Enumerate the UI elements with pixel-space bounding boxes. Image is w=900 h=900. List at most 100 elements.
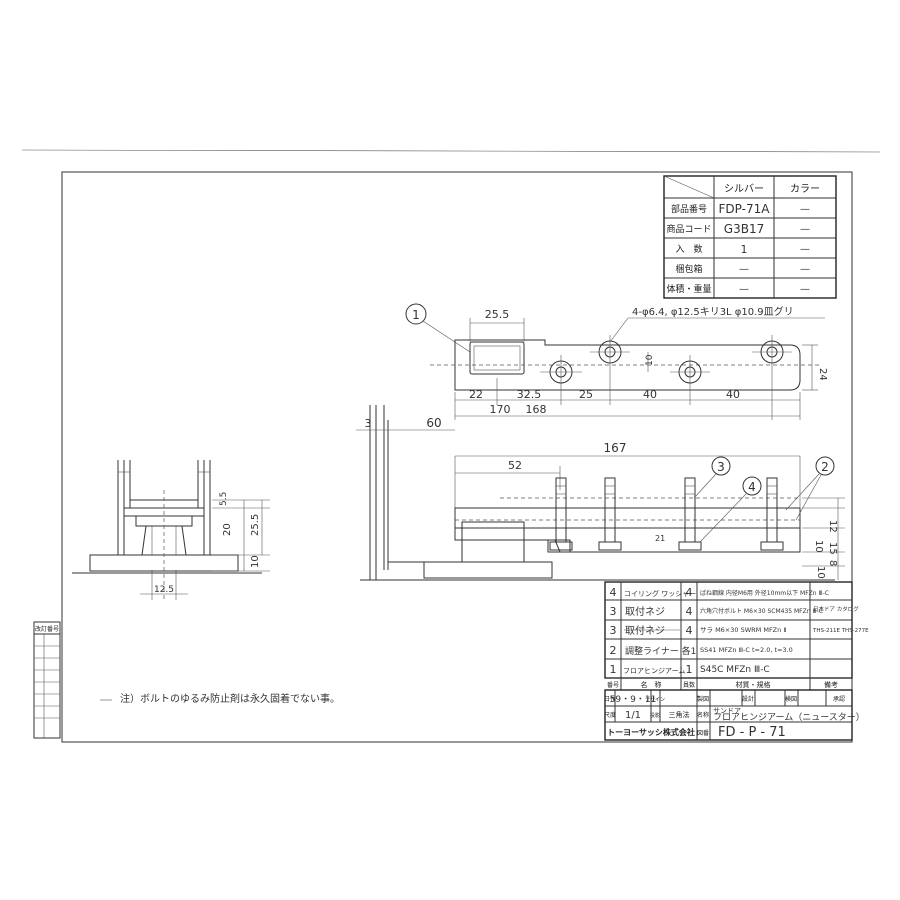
info-row-silver: 1 [741, 243, 748, 256]
info-row-color: — [800, 204, 810, 215]
dim-3: 3 [365, 417, 372, 430]
tb-date-label: 日付 [604, 695, 616, 703]
title-block: 日付 59・9・11 デザイン 製図 設計 検図 承認 尺度 1/1 投影 三角… [604, 689, 865, 741]
tb-product-name: フロアヒンジアーム（ニュースター） [713, 712, 865, 723]
part-name: フロアヒンジアーム [623, 667, 685, 675]
dim-40a: 40 [643, 388, 657, 401]
info-row-label: 梱包箱 [675, 263, 702, 275]
tb-company: トーヨーサッシ株式会社 [607, 727, 695, 737]
info-row-silver: G3B17 [724, 222, 764, 236]
part-no: 3 [610, 605, 617, 618]
info-row-color: — [800, 284, 810, 295]
info-row-silver: FDP-71A [719, 202, 771, 216]
tb-design-label: デザイン [645, 696, 665, 703]
side-section: 5.5 20 25.5 10 12.5 [72, 460, 270, 600]
part-spec: S45C MFZn Ⅲ-C [700, 665, 770, 675]
dim-168: 168 [526, 403, 547, 416]
part-spec: ばね鋼線 内径M6用 外径10mm以下 MFZn Ⅲ-C [700, 589, 829, 597]
parts-header-no: 番号 [607, 682, 619, 689]
part-name: 取付ネジ [625, 624, 665, 637]
tb-designed-label: 設計 [742, 695, 754, 703]
parts-header-remark: 備考 [824, 680, 838, 689]
tb-scale: 1/1 [625, 710, 641, 721]
part-name: 調整ライナー [625, 645, 679, 657]
part-no: 2 [610, 644, 617, 657]
dim-10-bottom: 10 [815, 566, 826, 579]
dim-52: 52 [508, 459, 522, 472]
dim-top-width: 25.5 [485, 308, 510, 321]
dim-167: 167 [604, 441, 627, 455]
part-spec: サラ M6×30 SWRM MFZn Ⅱ [700, 626, 787, 634]
tb-drawing-no-label: 図番 [697, 730, 709, 737]
general-note: 注）ボルトのゆるみ防止剤は永久固着でない事。 [120, 692, 340, 705]
part-qty: 1 [686, 663, 693, 676]
part-remark: 日本ドア カタログ [813, 605, 859, 613]
tb-checked-label: 検図 [785, 695, 797, 703]
tb-drawing-no: FD - P - 71 [718, 725, 786, 740]
info-row-silver: — [739, 264, 749, 275]
callout-2: 2 [821, 460, 829, 474]
top-view: 1 4-φ6.4, φ12.5キリ3L φ10.9皿グリ 25.5 10 [405, 303, 828, 420]
part-qty: 4 [686, 624, 693, 637]
revision-label: 改訂番号 [35, 625, 59, 633]
part-no: 4 [610, 586, 617, 599]
info-col-silver: シルバー [724, 183, 764, 195]
tb-product-line: サンドア [713, 707, 741, 715]
dim-side-10: 10 [250, 555, 261, 568]
part-no: 1 [610, 663, 617, 676]
info-row-label: 入 数 [675, 243, 702, 255]
screw [760, 477, 784, 551]
info-table: シルバー カラー 部品番号 FDP-71A — 商品コード G3B17 — 入 … [663, 175, 837, 299]
dim-15: 15 [827, 542, 838, 555]
parts-header-qty: 員数 [683, 681, 695, 689]
info-col-color: カラー [790, 183, 820, 195]
dim-plate-height: 24 [817, 368, 828, 381]
callout-3: 3 [717, 460, 725, 474]
part-qty: 各1 [682, 645, 697, 657]
tb-scale-label: 尺度 [604, 711, 616, 719]
dim-hole-pitch: 10 [645, 354, 655, 366]
tb-projection-label: 投影 [650, 712, 660, 719]
revision-strip: 改訂番号 [33, 621, 61, 739]
info-row-color: — [800, 244, 810, 255]
info-row-label: 商品コード [666, 223, 711, 235]
callout-4: 4 [748, 480, 756, 494]
dim-side-5-5: 5.5 [219, 492, 229, 506]
part-spec: SS41 MFZn Ⅲ-C t=2.0, t=3.0 [700, 646, 793, 654]
dim-side-12-5: 12.5 [154, 585, 174, 595]
part-spec: 六角穴付ボルト M6×30 SCM435 MFZn Ⅲ-C [700, 607, 823, 615]
tb-drawn-label: 製図 [697, 695, 709, 703]
part-remark: THS-211E THS-277E [812, 628, 869, 634]
part-no: 3 [610, 624, 617, 637]
dim-32-5: 32.5 [517, 388, 542, 401]
part-name: 取付ネジ [625, 605, 665, 618]
parts-header-name: 名 称 [641, 680, 662, 689]
info-row-label: 体積・重量 [666, 283, 711, 295]
tb-name-label: 名称 [697, 711, 709, 719]
info-row-silver: — [739, 284, 749, 295]
info-row-color: — [800, 264, 810, 275]
dim-side-25-5: 25.5 [250, 514, 261, 536]
parts-list: 4 コイリング ワッシャー 4 ばね鋼線 内径M6用 外径10mm以下 MFZn… [604, 581, 869, 691]
part-name: コイリング ワッシャー [624, 589, 696, 598]
front-view: 3 60 167 52 [356, 405, 845, 581]
tb-approved-label: 承認 [833, 695, 845, 703]
part-qty: 4 [686, 586, 693, 599]
hole-note: 4-φ6.4, φ12.5キリ3L φ10.9皿グリ [632, 305, 794, 318]
screw [549, 477, 573, 551]
dim-60: 60 [426, 416, 441, 430]
tb-date: 59・9・11 [610, 695, 657, 705]
dim-12: 12 [827, 520, 838, 533]
dim-side-20: 20 [222, 523, 233, 536]
tb-projection: 三角法 [669, 710, 690, 719]
dim-21: 21 [655, 534, 665, 543]
info-row-label: 部品番号 [671, 203, 707, 215]
dim-8: 8 [827, 560, 838, 566]
screw [678, 477, 702, 551]
dim-25: 25 [579, 388, 593, 401]
dim-170: 170 [490, 403, 511, 416]
dim-10-front: 10 [813, 540, 824, 553]
dim-22: 22 [469, 388, 483, 401]
dim-40b: 40 [726, 388, 740, 401]
callout-1: 1 [412, 308, 420, 322]
